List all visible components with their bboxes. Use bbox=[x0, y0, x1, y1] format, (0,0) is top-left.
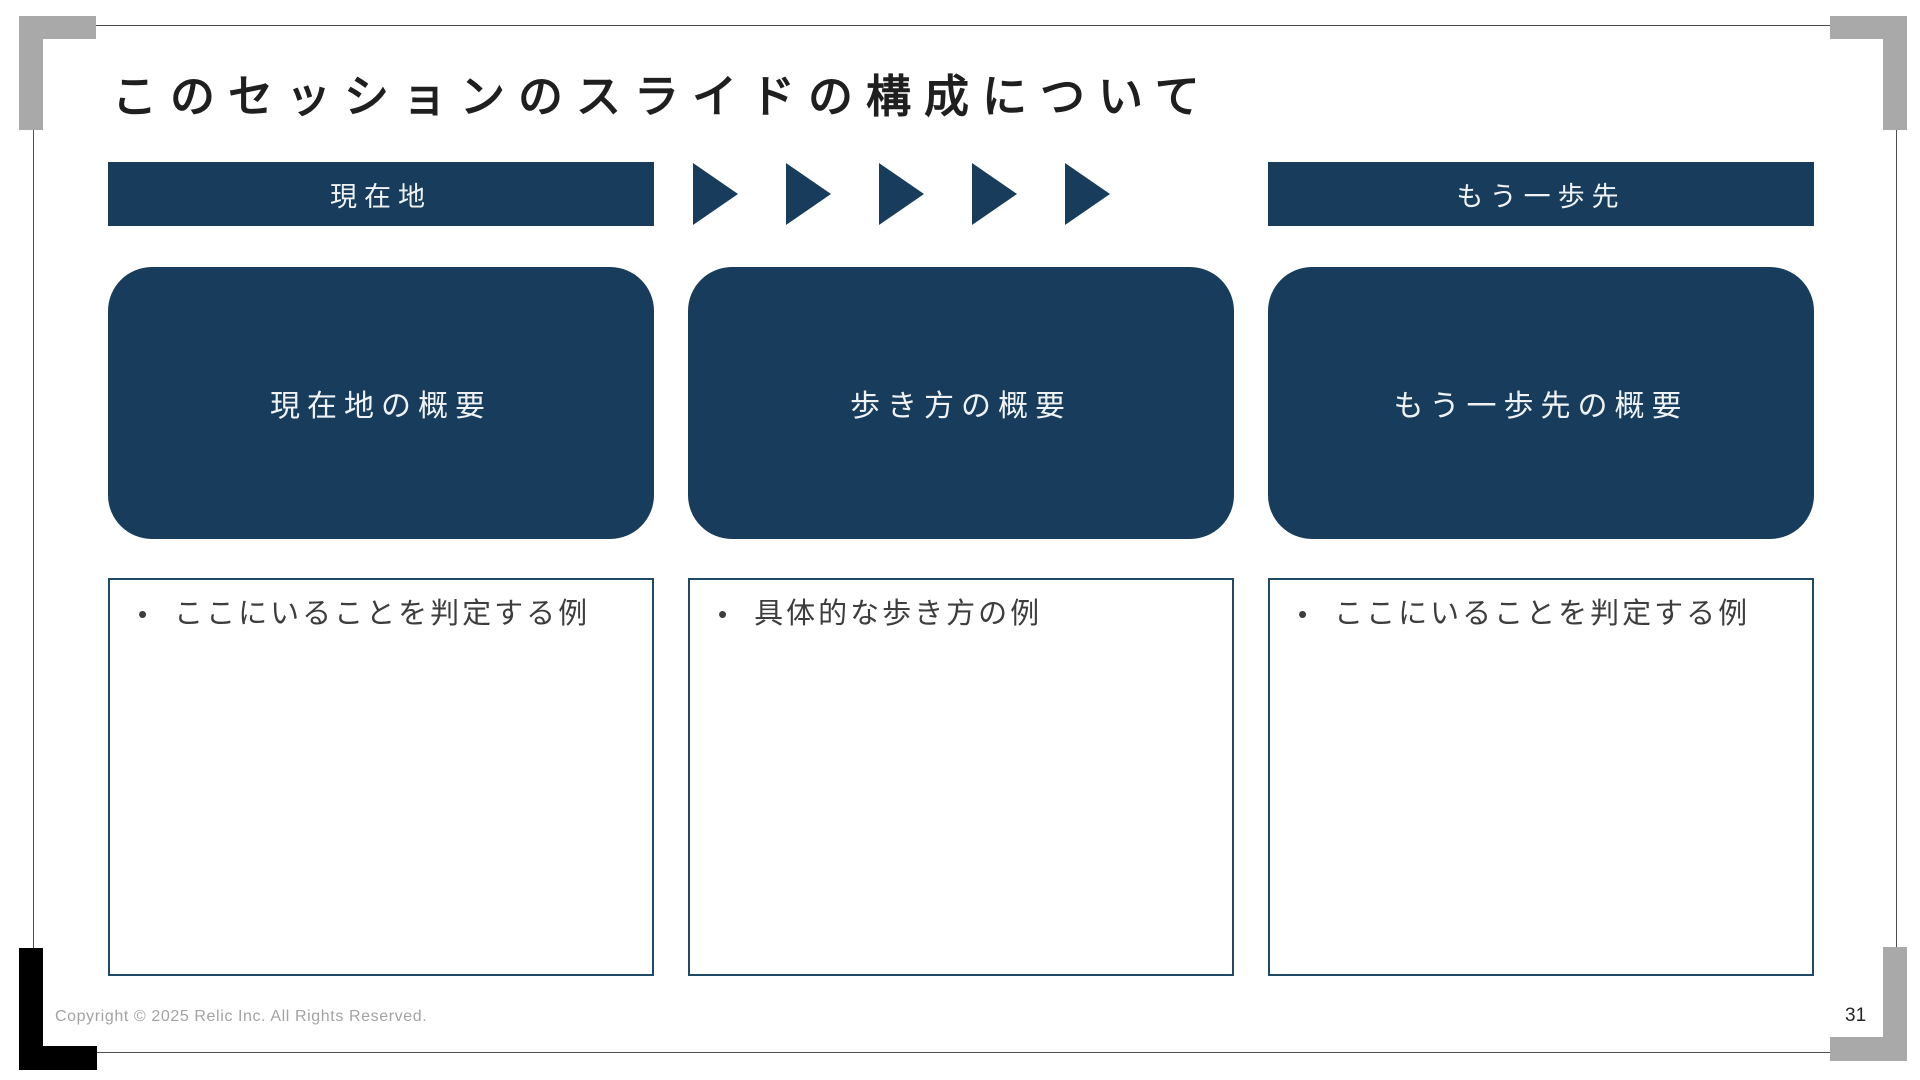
slide-title: このセッションのスライドの構成について bbox=[112, 71, 1213, 122]
footer-copyright: Copyright © 2025 Relic Inc. All Rights R… bbox=[55, 1008, 428, 1025]
summary-box-current-label: 現在地の概要 bbox=[270, 390, 492, 423]
flow-bar-current-label: 現在地 bbox=[330, 181, 432, 212]
summary-box-next-step-label: もう一歩先の概要 bbox=[1393, 390, 1689, 423]
flow-arrows bbox=[693, 162, 1268, 226]
right-triangle-arrow-icon bbox=[1065, 163, 1110, 225]
example-bullet-text: ここにいることを判定する例 bbox=[1334, 598, 1751, 630]
example-bullet-text: 具体的な歩き方の例 bbox=[754, 598, 1043, 630]
list-item: • ここにいることを判定する例 bbox=[128, 596, 638, 634]
right-triangle-arrow-icon bbox=[693, 163, 738, 225]
example-bullet-text: ここにいることを判定する例 bbox=[174, 598, 591, 630]
list-item: • ここにいることを判定する例 bbox=[1288, 596, 1798, 634]
example-box-how-to-walk: • 具体的な歩き方の例 bbox=[688, 578, 1234, 976]
flow-bar-current: 現在地 bbox=[108, 162, 654, 226]
example-box-next-step: • ここにいることを判定する例 bbox=[1268, 578, 1814, 976]
right-triangle-arrow-icon bbox=[786, 163, 831, 225]
example-box-current: • ここにいることを判定する例 bbox=[108, 578, 654, 976]
right-triangle-arrow-icon bbox=[879, 163, 924, 225]
flow-bar-next-step-label: もう一歩先 bbox=[1456, 181, 1626, 212]
summary-box-current: 現在地の概要 bbox=[108, 267, 654, 539]
summary-box-how-to-walk: 歩き方の概要 bbox=[688, 267, 1234, 539]
summary-box-next-step: もう一歩先の概要 bbox=[1268, 267, 1814, 539]
right-triangle-arrow-icon bbox=[972, 163, 1017, 225]
flow-bar-next-step: もう一歩先 bbox=[1268, 162, 1814, 226]
bullet-icon: • bbox=[1298, 599, 1311, 629]
summary-box-how-to-walk-label: 歩き方の概要 bbox=[850, 390, 1072, 423]
bullet-icon: • bbox=[138, 599, 151, 629]
bullet-icon: • bbox=[718, 599, 731, 629]
list-item: • 具体的な歩き方の例 bbox=[708, 596, 1218, 634]
page-number: 31 bbox=[1845, 1005, 1867, 1026]
slide-frame-border bbox=[33, 25, 1897, 1053]
